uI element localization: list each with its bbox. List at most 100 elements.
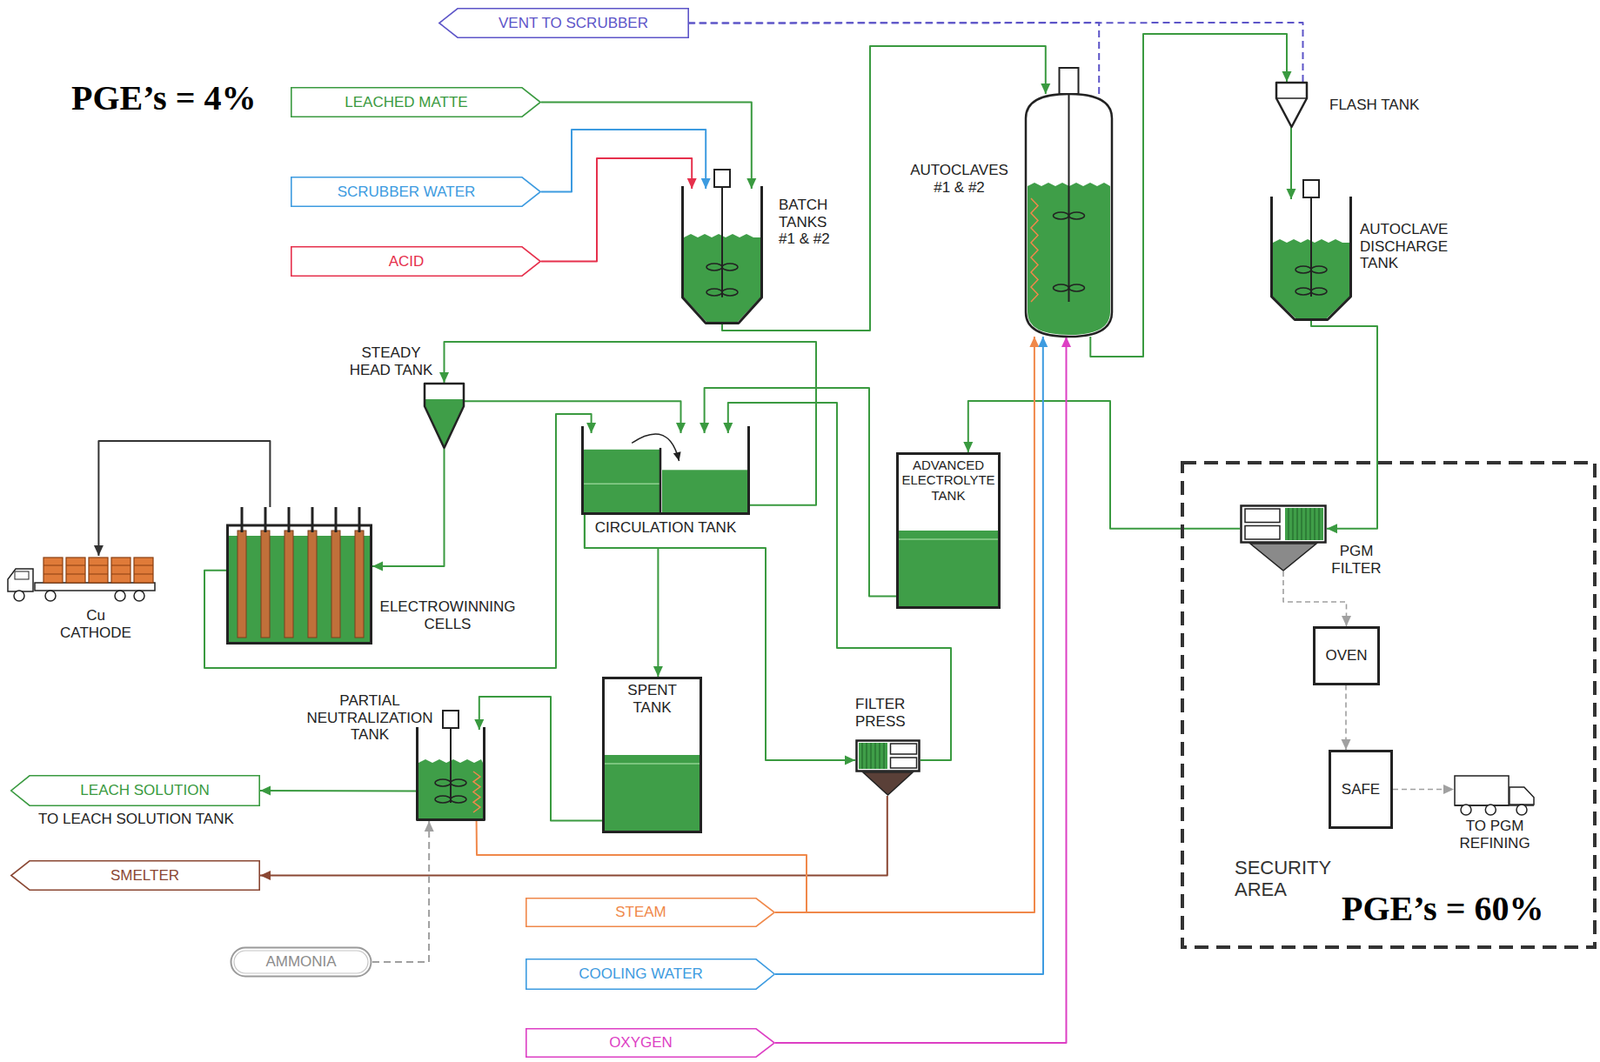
- node-penl: LEACH SOLUTIONTO LEACH SOLUTION TANK: [10, 775, 261, 807]
- node-label: LEACHED MATTE: [344, 93, 468, 112]
- node-label: AUTOCLAVES #1 & #2: [904, 161, 1014, 196]
- node-penl: VENT TO SCRUBBER: [438, 7, 690, 39]
- node-label: CIRCULATION TANK: [581, 519, 750, 537]
- flow-line-path: [204, 414, 592, 669]
- flow-line: [722, 46, 1051, 331]
- flow-line-path: [689, 22, 1304, 82]
- arrow-head: [1029, 336, 1039, 348]
- flow-line: [372, 448, 445, 571]
- flow-line-path: [541, 102, 752, 190]
- arrow-head: [699, 422, 710, 434]
- flow-line: [541, 129, 711, 193]
- node-pntank: PARTIAL NEUTRALIZATION TANK: [415, 729, 486, 822]
- node-label: SPENT TANK: [627, 682, 677, 717]
- flow-line: [204, 414, 596, 669]
- annotation-label: PGE’s = 4%: [71, 78, 256, 119]
- flow-line-path: [1311, 321, 1378, 529]
- arrow-head: [424, 821, 435, 832]
- truckcu-shape: [5, 555, 159, 603]
- arrow-head: [439, 372, 449, 383]
- funnelg-shape: [423, 382, 465, 449]
- node-label: STEADY HEAD TANK: [341, 344, 442, 379]
- flow-line: [541, 102, 757, 190]
- node-label: ACID: [388, 253, 425, 271]
- node-tank: BATCH TANKS #1 & #2: [681, 188, 764, 325]
- flow-line-path: [541, 129, 706, 193]
- node-label: SCRUBBER WATER: [337, 183, 476, 201]
- node-label: FILTER PRESS: [855, 696, 918, 730]
- node-penl: SMELTER: [10, 860, 261, 891]
- node-label: TO PGM REFINING: [1451, 817, 1539, 852]
- flow-line: [372, 821, 435, 963]
- arrow-head: [844, 756, 856, 766]
- flow-line: [474, 696, 603, 822]
- arrow-head: [1326, 523, 1338, 534]
- node-penr: LEACHED MATTE: [290, 87, 542, 118]
- node-label: SMELTER: [110, 867, 180, 885]
- node-label: COOLING WATER: [578, 965, 703, 984]
- node-penr: STEAM: [525, 897, 776, 928]
- flow-line: [689, 22, 1304, 82]
- arrow-head: [1341, 615, 1352, 627]
- node-circ: CIRCULATION TANK: [581, 433, 750, 516]
- arrow-head: [1061, 336, 1072, 348]
- node-label: STEAM: [615, 903, 667, 922]
- node-label: VENT TO SCRUBBER: [498, 14, 649, 33]
- node-label: PARTIAL NEUTRALIZATION TANK: [300, 692, 440, 744]
- truckbox-shape: [1453, 775, 1536, 817]
- tank-shape: [681, 188, 764, 325]
- flow-line-path: [541, 158, 692, 262]
- node-label: FLASH TANK: [1329, 96, 1420, 114]
- arrow-head: [687, 178, 697, 189]
- flow-line: [1311, 321, 1378, 534]
- arrow-head: [653, 666, 663, 677]
- flow-line-path: [260, 789, 416, 792]
- flow-line-path: [1283, 571, 1347, 627]
- node-label: PGM FILTER: [1325, 542, 1388, 577]
- node-penr: COOLING WATER: [525, 958, 776, 991]
- node-label: ELECTROWINNING CELLS: [375, 598, 520, 633]
- flow-line: [584, 515, 663, 677]
- arrow-head: [1040, 83, 1051, 94]
- pgmf-shape: [1239, 504, 1327, 572]
- annotation-label: PGE’s = 60%: [1341, 889, 1544, 930]
- tank-shape: [1270, 199, 1353, 322]
- fpress-shape: [855, 739, 921, 797]
- flow-line: [775, 336, 1072, 1044]
- arrow-head: [586, 422, 596, 434]
- node-dash: SECURITY AREAPGM FILTEROVENSAFETO PGM RE…: [1180, 461, 1597, 950]
- arrow-head: [723, 422, 733, 434]
- vessel-shape: [1025, 93, 1112, 337]
- node-round: AMMONIA: [229, 946, 373, 978]
- node-label: Cu CATHODE: [55, 607, 136, 642]
- node-vessel: AUTOCLAVES #1 & #2: [1025, 93, 1112, 337]
- flow-line-path: [584, 515, 659, 677]
- arrow-head: [1341, 739, 1352, 750]
- node-penr: ACID: [290, 246, 542, 277]
- node-rtank: SPENT TANK: [602, 676, 703, 834]
- flow-line: [260, 796, 888, 881]
- flow-line: [775, 336, 1048, 975]
- node-label: TO LEACH SOLUTION TANK: [38, 810, 235, 829]
- flow-line-path: [1090, 33, 1287, 357]
- flow-line: [464, 401, 686, 434]
- arrow-head: [1286, 188, 1297, 200]
- flow-line-path: [968, 401, 1240, 529]
- flow-line: [1283, 571, 1352, 627]
- node-label: BATCH TANKS #1 & #2: [778, 196, 844, 248]
- arrow-head: [963, 441, 973, 453]
- flow-line-path: [1290, 127, 1293, 200]
- node-funnelg: STEADY HEAD TANK: [423, 382, 465, 449]
- flow-line: [689, 22, 1099, 94]
- circ-shape: [581, 433, 750, 516]
- flow-line: [1341, 685, 1352, 750]
- flow-line-path: [775, 336, 1044, 975]
- node-label: SAFE: [1341, 781, 1380, 799]
- arrow-head: [260, 786, 271, 797]
- node-tank: AUTOCLAVE DISCHARGE TANK: [1270, 199, 1353, 322]
- node-fpress: FILTER PRESS: [855, 739, 921, 797]
- flow-line-path: [260, 796, 888, 877]
- node-label: AUTOCLAVE DISCHARGE TANK: [1359, 220, 1469, 273]
- node-box: OVEN: [1312, 626, 1380, 686]
